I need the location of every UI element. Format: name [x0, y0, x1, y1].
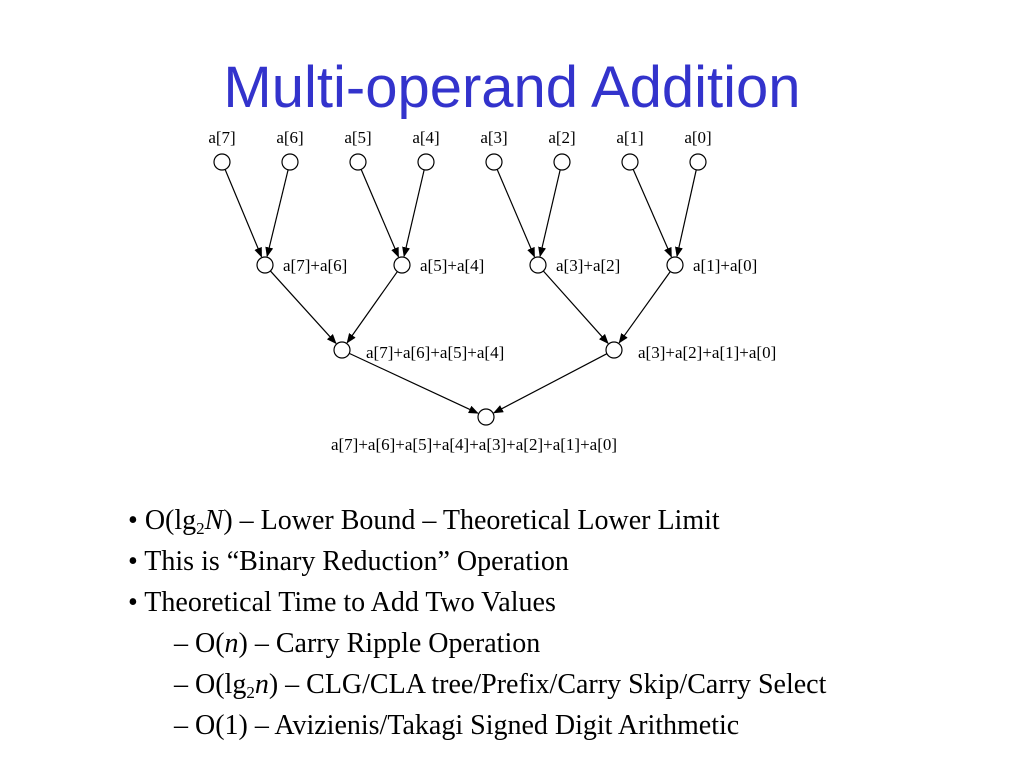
leaf-node [485, 153, 503, 171]
edge-arrow [632, 169, 672, 258]
tree-edges [224, 169, 697, 414]
sum-label: a[7]+a[6] [283, 256, 347, 275]
subbullet-clg-cla: – O(lg2n) – CLG/CLA tree/Prefix/Carry Sk… [128, 664, 826, 705]
sum-label: a[3]+a[2]+a[1]+a[0] [638, 343, 776, 362]
tree-nodes [213, 153, 707, 426]
leaf-label: a[2] [548, 128, 575, 147]
edge-arrow [224, 169, 263, 258]
addition-tree-diagram: a[7] a[6] a[5] a[4] a[3] a[2] a[1] a[0] a[7]+a[6… [208, 128, 776, 454]
sum-label: a[5]+a[4] [420, 256, 484, 275]
subbullet-signed-digit: – O(1) – Avizienis/Takagi Signed Digit A… [174, 710, 740, 741]
edge-arrow [402, 169, 425, 258]
sum-node [666, 256, 684, 274]
subbullet-text-post: ) – CLG/CLA tree/Prefix/Carry Skip/Carry… [268, 669, 827, 700]
leaf-node [281, 153, 299, 171]
root-node [477, 408, 495, 426]
root-label: a[7]+a[6]+a[5]+a[4]+a[3]+a[2]+a[1]+a[0] [331, 435, 617, 454]
edge-arrow [493, 353, 608, 414]
sum-label: a[3]+a[2] [556, 256, 620, 275]
italic-var: N [204, 505, 224, 536]
leaf-node [689, 153, 707, 171]
subbullet-carry-ripple: – O(n) – Carry Ripple Operation [128, 623, 826, 664]
edge-arrow [265, 169, 289, 258]
bullet-list: • O(lg2N) – Lower Bound – Theoretical Lo… [128, 500, 826, 746]
bullet-theoretical-time: • Theoretical Time to Add Two Values [128, 587, 556, 618]
edge-arrow [360, 169, 400, 258]
leaf-node [213, 153, 231, 171]
italic-var: n [254, 669, 269, 700]
sum-node [256, 256, 274, 274]
subscript: 2 [196, 519, 205, 538]
sum-label: a[1]+a[0] [693, 256, 757, 275]
edge-arrow [346, 271, 398, 344]
leaf-node [621, 153, 639, 171]
bullet-marker: • [128, 505, 138, 536]
leaf-label: a[1] [616, 128, 643, 147]
leaf-label: a[7] [208, 128, 235, 147]
leaf-label: a[4] [412, 128, 439, 147]
leaf-label: a[5] [344, 128, 371, 147]
leaf-label: a[3] [480, 128, 507, 147]
bullet-text-pre: O(lg [144, 505, 197, 536]
sum-node [605, 341, 623, 359]
leaf-label: a[0] [684, 128, 711, 147]
subbullet-text-pre: – O( [174, 628, 225, 659]
bullet-text-post: ) – Lower Bound – Theoretical Lower Limi… [223, 505, 720, 536]
leaf-node [417, 153, 435, 171]
sum-node [393, 256, 411, 274]
edge-arrow [349, 352, 479, 414]
italic-var: n [224, 628, 239, 659]
sum-label: a[7]+a[6]+a[5]+a[4] [366, 343, 504, 362]
leaf-node [349, 153, 367, 171]
edge-arrow [618, 271, 671, 344]
tree-labels: a[7] a[6] a[5] a[4] a[3] a[2] a[1] a[0] a[7]+a[6… [208, 128, 776, 454]
edge-arrow [269, 270, 337, 345]
subbullet-text-post: ) – Carry Ripple Operation [238, 628, 541, 659]
edge-arrow [675, 169, 697, 258]
sum-node [333, 341, 351, 359]
bullet-binary-reduction: • This is “Binary Reduction” Operation [128, 546, 569, 577]
sum-node [529, 256, 547, 274]
leaf-label: a[6] [276, 128, 303, 147]
subbullet-text-pre: – O(lg [174, 669, 247, 700]
slide-title: Multi-operand Addition [223, 55, 801, 120]
bullet-lower-bound: • O(lg2N) – Lower Bound – Theoretical Lo… [128, 500, 826, 541]
leaf-node [553, 153, 571, 171]
edge-arrow [538, 169, 561, 258]
edge-arrow [496, 169, 536, 258]
subscript: 2 [246, 683, 255, 702]
edge-arrow [542, 270, 609, 345]
